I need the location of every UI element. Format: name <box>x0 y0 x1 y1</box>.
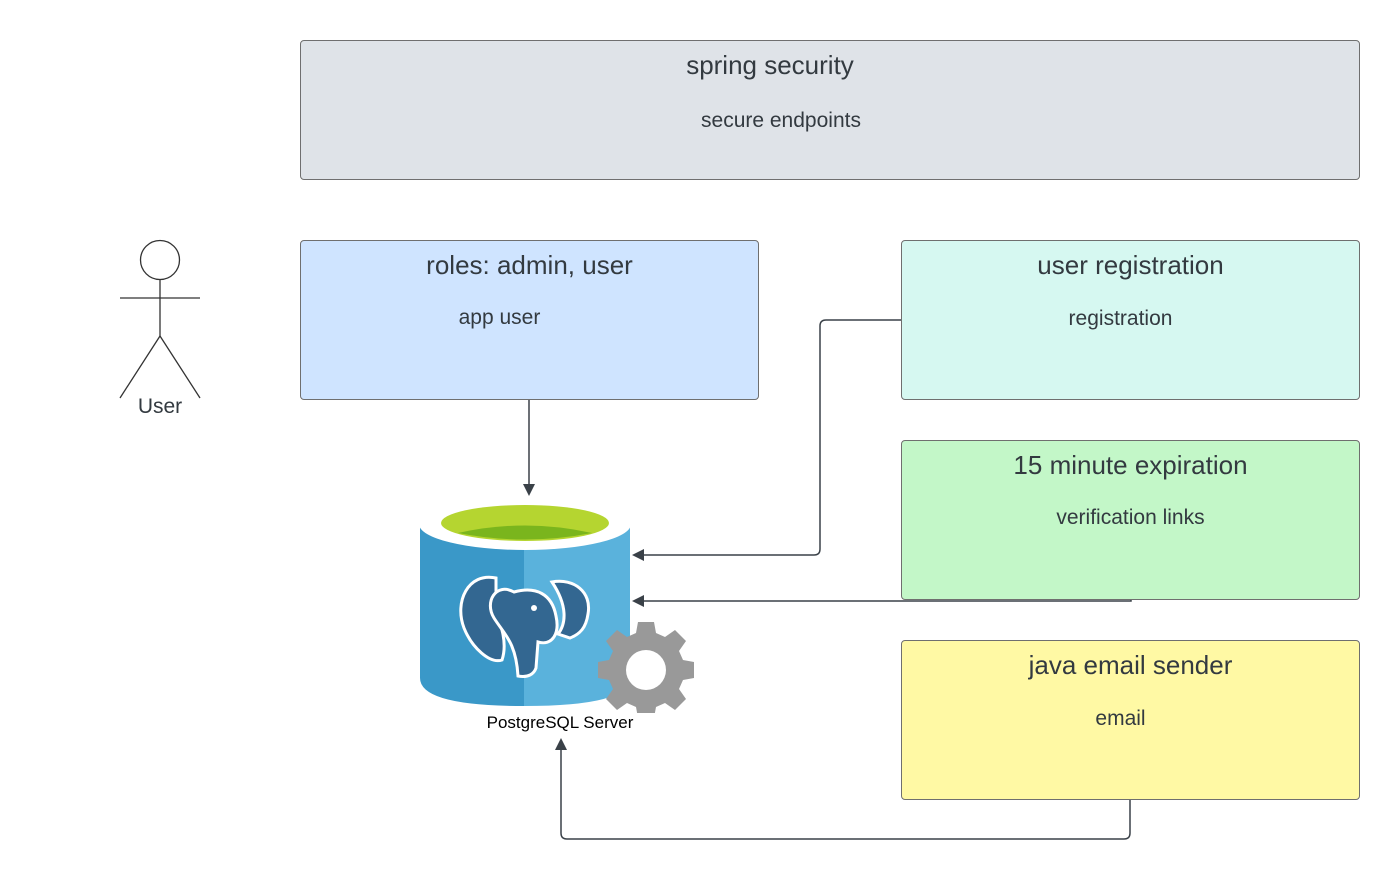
email-sender-sub: email <box>1095 707 1146 730</box>
expiration-box: 15 minute expiration verification links <box>901 440 1360 600</box>
spring-security-sub: secure endpoints <box>701 109 861 132</box>
expiration-title: 15 minute expiration <box>1013 450 1248 480</box>
email-sender-box: java email sender email <box>901 640 1360 800</box>
user-registration-title: user registration <box>1037 250 1224 280</box>
connector-expiration-to-db <box>632 595 1132 607</box>
expiration-sub: verification links <box>1056 506 1205 529</box>
roles-sub: app user <box>458 306 541 329</box>
connector-registration-to-db <box>632 319 902 561</box>
postgresql-server-label: PostgreSQL Server <box>486 713 634 732</box>
roles-box: roles: admin, user app user <box>300 240 759 400</box>
postgresql-server-icon <box>419 498 694 713</box>
user-actor-icon <box>119 239 201 399</box>
connector-email-to-db <box>555 738 1131 840</box>
roles-title: roles: admin, user <box>426 250 633 280</box>
spring-security-title: spring security <box>686 50 854 80</box>
gear-icon <box>598 622 694 713</box>
elephant-icon <box>459 575 591 678</box>
user-actor-label: User <box>137 395 183 418</box>
user-registration-sub: registration <box>1068 307 1173 330</box>
spring-security-box: spring security secure endpoints <box>300 40 1360 180</box>
email-sender-title: java email sender <box>1028 650 1233 680</box>
user-registration-box: user registration registration <box>901 240 1360 400</box>
